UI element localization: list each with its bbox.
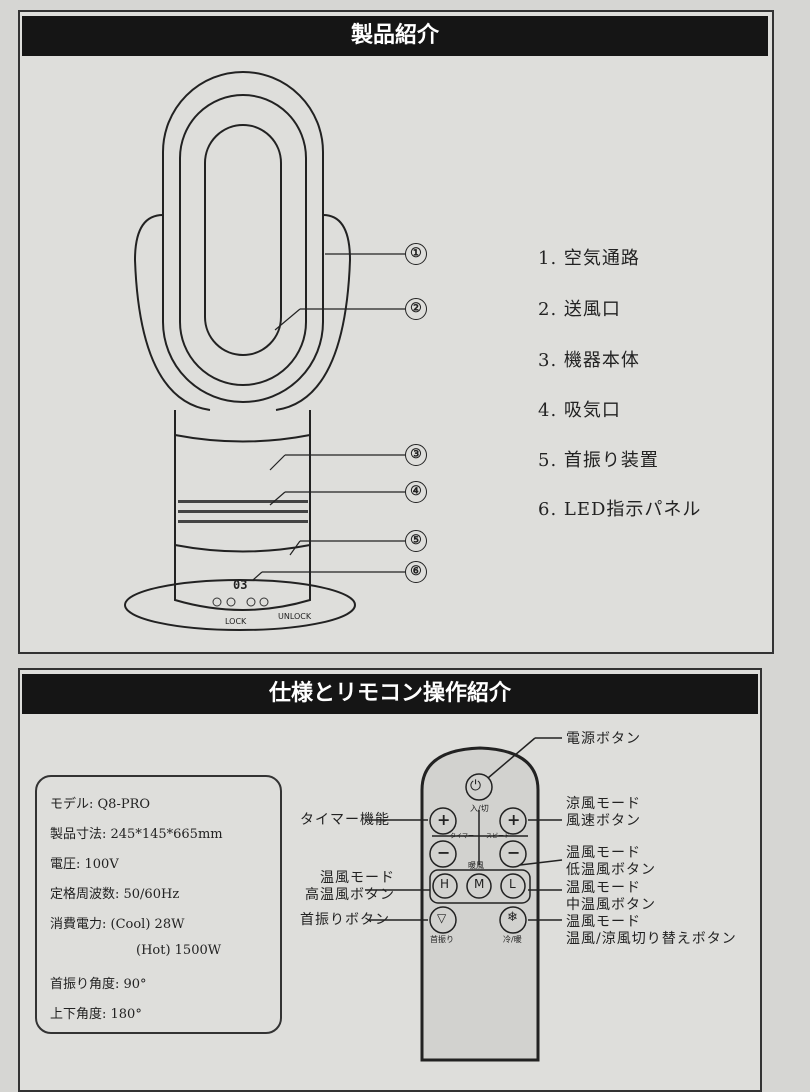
callout-2: ② (405, 298, 427, 320)
speed-label: スピード (486, 833, 511, 840)
spec-size: 製品寸法: 245*145*665mm (50, 827, 223, 842)
part-3: 3. 機器本体 (538, 350, 640, 371)
part-2: 2. 送風口 (538, 299, 621, 320)
part-1: 1. 空気通路 (538, 248, 640, 269)
part-4: 4. 吸気口 (538, 400, 621, 421)
low-button[interactable]: L (509, 877, 516, 891)
spec-power-cool: 消費電力: (Cool) 28W (50, 917, 185, 932)
swing-sub-label: 首振り (430, 935, 454, 944)
swing-icon[interactable]: ▽ (437, 911, 447, 925)
warm-label: 暖風 (468, 861, 484, 870)
mode-switch-icon[interactable]: ❄ (507, 910, 518, 925)
speed-minus-button[interactable]: − (507, 843, 521, 862)
led-display: 03 (233, 578, 248, 592)
spec-frequency: 定格周波数: 50/60Hz (50, 887, 180, 902)
unlock-label: UNLOCK (278, 612, 312, 621)
speed-plus-button[interactable]: + (507, 810, 521, 829)
callout-1: ① (405, 243, 427, 265)
remote-illustration (365, 737, 563, 1062)
mode-sub-label: 冷/暖 (503, 935, 522, 944)
callout-5: ⑤ (405, 530, 427, 552)
label-mode-switch: 温風モード 温風/涼風切り替えボタン (566, 914, 737, 947)
timer-minus-button[interactable]: − (437, 843, 451, 862)
power-button[interactable]: ⏻ (470, 778, 482, 794)
control-icons (212, 597, 269, 607)
part-5: 5. 首振り装置 (538, 450, 659, 471)
label-power: 電源ボタン (566, 731, 641, 747)
lock-label: LOCK (225, 617, 247, 626)
timer-label: タイマー (450, 833, 475, 840)
label-swing: 首振りボタン (300, 912, 390, 928)
label-mid: 温風モード 中温風ボタン (566, 880, 656, 913)
spec-model: モデル: Q8-PRO (50, 797, 151, 812)
section-title: 仕様とリモコン操作紹介 (268, 681, 511, 706)
spec-frame (18, 668, 762, 1092)
callout-3: ③ (405, 444, 427, 466)
part-6: 6. LED指示パネル (538, 499, 702, 520)
high-button[interactable]: H (440, 877, 450, 891)
power-sub-label: 入/切 (470, 804, 489, 813)
section-header-spec: 仕様とリモコン操作紹介 (22, 674, 758, 714)
section-header-product: 製品紹介 (22, 16, 768, 56)
mid-button[interactable]: M (474, 877, 485, 891)
fan-illustration (124, 71, 405, 631)
label-cool-speed: 涼風モード 風速ボタン (566, 796, 641, 829)
spec-swing-angle: 首振り角度: 90° (50, 977, 147, 992)
timer-plus-button[interactable]: + (437, 810, 451, 829)
callout-6: ⑥ (405, 561, 427, 583)
label-timer: タイマー機能 (300, 812, 390, 828)
spec-power-hot: (Hot) 1500W (136, 943, 222, 958)
spec-tilt-angle: 上下角度: 180° (50, 1007, 142, 1022)
section-title: 製品紹介 (350, 23, 439, 48)
callout-4: ④ (405, 481, 427, 503)
label-low: 温風モード 低温風ボタン (566, 845, 656, 878)
spec-voltage: 電圧: 100V (50, 857, 119, 872)
label-high: 温風モード 高温風ボタン (305, 870, 395, 903)
spec-box (35, 775, 282, 1034)
